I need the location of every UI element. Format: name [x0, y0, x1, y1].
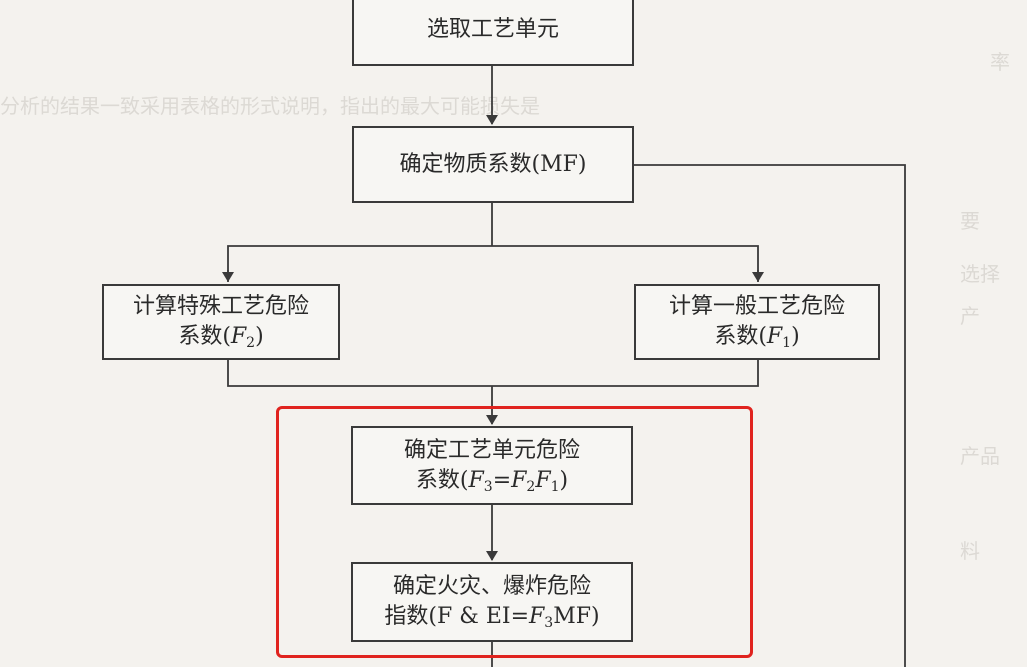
box-unit-hazard-f3: 确定工艺单元危险 系数(F3=F2F1): [351, 426, 633, 505]
box-f1-line1: 计算一般工艺危险: [668, 294, 845, 319]
box-fei-line1: 确定火灾、爆炸危险: [392, 574, 591, 599]
box-special-hazard-f2: 计算特殊工艺危险 系数(F2): [102, 284, 340, 360]
highlight-rectangle: [276, 406, 753, 658]
box-fire-explosion-index: 确定火灾、爆炸危险 指数(F & EI=F3MF): [351, 562, 633, 642]
bleed-text: 要: [960, 209, 980, 233]
box-material-factor: 确定物质系数(MF): [352, 126, 634, 203]
bleed-text: 料: [960, 539, 980, 563]
bleed-text: 产品: [960, 444, 1000, 468]
connector-mf-side: [634, 164, 906, 667]
box-general-hazard-f1: 计算一般工艺危险 系数(F1): [634, 284, 880, 360]
connector-split: [227, 245, 759, 282]
box-f3-line2: 系数(F3=F2F1): [415, 467, 569, 495]
box-select-unit: 选取工艺单元: [352, 0, 634, 66]
bleed-text: 产: [960, 304, 980, 328]
box-material-factor-label: 确定物质系数(MF): [399, 151, 587, 177]
bleed-text: 率: [990, 50, 1010, 74]
box-f1-line2: 系数(F1): [714, 324, 800, 351]
bleed-text: 分析的结果一致采用表格的形式说明，指出的最大可能损失是: [0, 94, 540, 118]
box-f2-line1: 计算特殊工艺危险: [132, 294, 309, 319]
box-fei-line2: 指数(F & EI=F3MF): [384, 604, 600, 631]
box-f2-line2: 系数(F2): [178, 324, 264, 351]
bleed-text: 选择: [960, 262, 1000, 286]
box-select-unit-label: 选取工艺单元: [426, 17, 559, 42]
box-f3-line1: 确定工艺单元危险: [403, 437, 580, 463]
connector-merge: [227, 360, 759, 387]
